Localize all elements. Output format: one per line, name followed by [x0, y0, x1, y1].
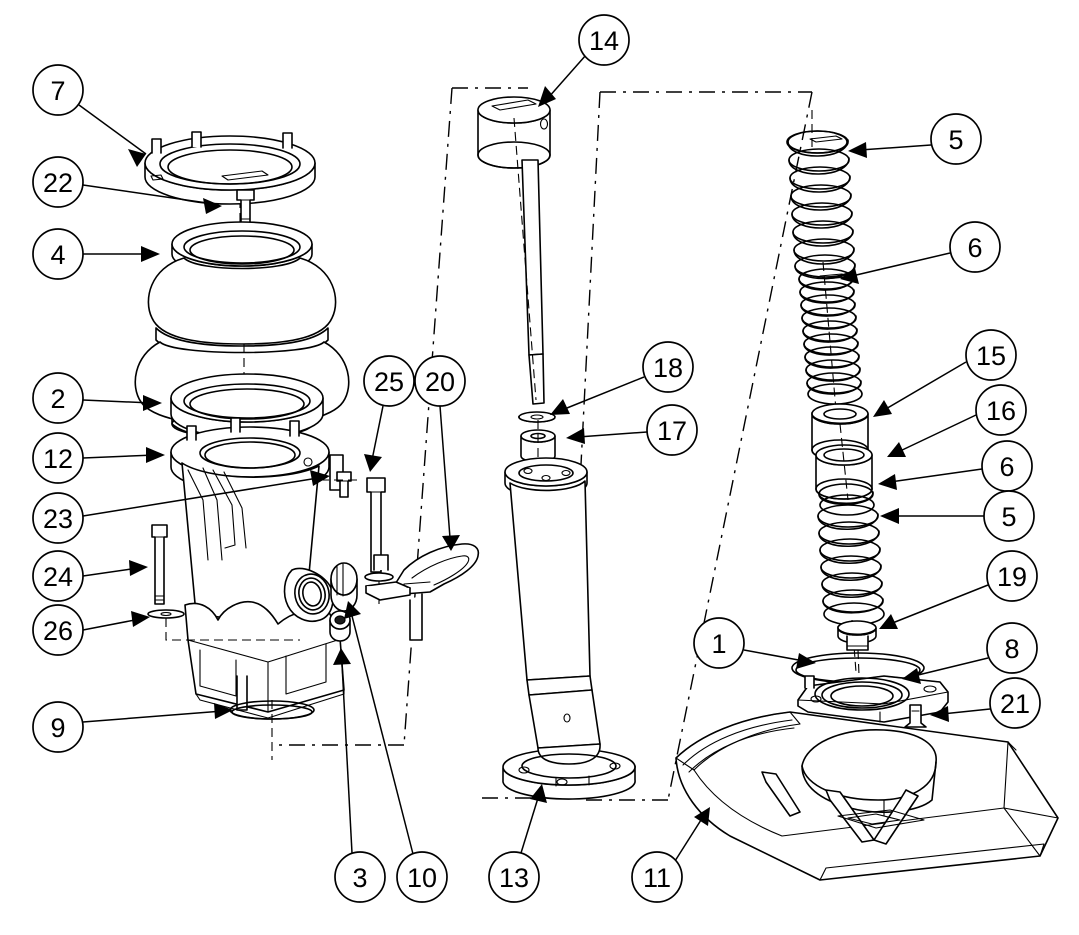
- callout-balloon-26[interactable]: 26: [32, 604, 84, 656]
- callout-circle[interactable]: [642, 341, 694, 393]
- callout-circle[interactable]: [32, 372, 84, 424]
- callout-balloon-6[interactable]: 6: [981, 440, 1033, 492]
- callout-balloon-22[interactable]: 22: [32, 156, 84, 208]
- main-coil-spring-lower: [817, 504, 885, 626]
- pin-bolt: [364, 477, 394, 582]
- lower-spacer: [815, 444, 873, 500]
- callout-balloon-3[interactable]: 3: [334, 851, 386, 903]
- flange-screw: [904, 704, 927, 728]
- centerline-shaft: [513, 117, 537, 401]
- callout-balloon-10[interactable]: 10: [396, 851, 448, 903]
- callout-circle[interactable]: [578, 14, 630, 66]
- callout-circle[interactable]: [693, 617, 745, 669]
- callout-balloon-11[interactable]: 11: [631, 851, 683, 903]
- damper-top-cap: [477, 96, 551, 169]
- lock-nut: [837, 620, 877, 651]
- callout-circle[interactable]: [32, 550, 84, 602]
- lower-bead-ring: [170, 373, 324, 439]
- callout-balloon-14[interactable]: 14: [578, 14, 630, 66]
- callout-circle[interactable]: [975, 384, 1027, 436]
- callout-balloon-16[interactable]: 16: [975, 384, 1027, 436]
- callout-balloon-9[interactable]: 9: [32, 701, 84, 753]
- callout-balloon-8[interactable]: 8: [986, 622, 1038, 674]
- callout-circle[interactable]: [363, 355, 415, 407]
- main-coil-spring: [786, 130, 856, 280]
- callout-balloon-12[interactable]: 12: [32, 432, 84, 484]
- callout-circle[interactable]: [32, 156, 84, 208]
- callout-balloon-18[interactable]: 18: [642, 341, 694, 393]
- callout-balloon-2[interactable]: 2: [32, 372, 84, 424]
- callout-balloon-1[interactable]: 1: [693, 617, 745, 669]
- callout-circle[interactable]: [32, 228, 84, 280]
- callout-balloon-15[interactable]: 15: [965, 329, 1017, 381]
- callout-circle[interactable]: [396, 851, 448, 903]
- skid-plate: [675, 711, 1059, 881]
- callout-circle[interactable]: [930, 113, 982, 165]
- callout-circle[interactable]: [965, 329, 1017, 381]
- callout-circle[interactable]: [32, 492, 84, 544]
- callout-balloon-17[interactable]: 17: [646, 404, 698, 456]
- callout-balloon-5[interactable]: 5: [983, 490, 1035, 542]
- callout-balloon-7[interactable]: 7: [32, 64, 84, 116]
- damper-shaft: [521, 159, 545, 405]
- callout-balloon-19[interactable]: 19: [986, 550, 1038, 602]
- port-cap: [330, 562, 358, 612]
- flat-washer: [147, 609, 185, 619]
- centerline-spacers: [839, 423, 849, 501]
- callout-circle[interactable]: [986, 622, 1038, 674]
- assembly-boundary-right: [476, 91, 813, 801]
- assembly-boundary-left: [278, 87, 528, 746]
- callout-balloon-21[interactable]: 21: [989, 677, 1041, 729]
- callout-circle[interactable]: [646, 404, 698, 456]
- callout-circle[interactable]: [32, 64, 84, 116]
- callout-circle[interactable]: [989, 677, 1041, 729]
- link-bracket: [365, 543, 480, 641]
- callout-balloon-6[interactable]: 6: [949, 221, 1001, 273]
- centerline-oring1: [857, 649, 861, 701]
- callout-circle[interactable]: [949, 221, 1001, 273]
- callout-balloon-25[interactable]: 25: [363, 355, 415, 407]
- callout-circle[interactable]: [32, 604, 84, 656]
- callout-circle[interactable]: [32, 701, 84, 753]
- callout-circle[interactable]: [488, 851, 540, 903]
- callout-circle[interactable]: [334, 851, 386, 903]
- callout-balloon-20[interactable]: 20: [414, 355, 466, 407]
- centerline-spring-mid: [822, 261, 837, 411]
- damper-body: [502, 457, 636, 800]
- callout-balloon-4[interactable]: 4: [32, 228, 84, 280]
- mount-flange-plate: [797, 675, 949, 723]
- callout-circle[interactable]: [986, 550, 1038, 602]
- callout-circle[interactable]: [32, 432, 84, 484]
- callout-circle[interactable]: [414, 355, 466, 407]
- upper-retainer-plate: [144, 131, 316, 205]
- long-bolt: [151, 524, 168, 605]
- callout-circle[interactable]: [981, 440, 1033, 492]
- callout-circle[interactable]: [983, 490, 1035, 542]
- callout-circle[interactable]: [631, 851, 683, 903]
- leader-lines: [78, 54, 991, 862]
- centerline-bolt24: [165, 618, 300, 641]
- callout-balloon-23[interactable]: 23: [32, 492, 84, 544]
- housing-fastener: [329, 454, 352, 498]
- shaft-washer: [518, 411, 556, 423]
- secondary-coil-spring: [798, 268, 863, 405]
- piston-housing: [170, 417, 345, 719]
- callout-balloon-5[interactable]: 5: [930, 113, 982, 165]
- callout-balloon-24[interactable]: 24: [32, 550, 84, 602]
- callout-balloon-13[interactable]: 13: [488, 851, 540, 903]
